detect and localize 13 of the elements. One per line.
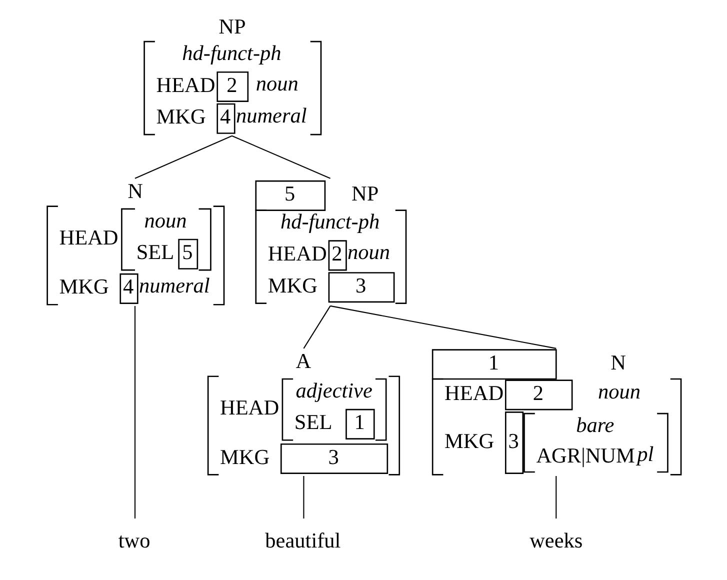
connector (134, 135, 232, 179)
connector (232, 135, 330, 179)
connector (330, 305, 556, 349)
connector (134, 306, 136, 518)
connector (303, 476, 304, 518)
node-label: NP (218, 14, 246, 38)
connector (556, 476, 557, 518)
node-label: A (296, 349, 312, 374)
connector (303, 306, 331, 349)
node-text: weeks (530, 528, 583, 552)
node-text: two (118, 528, 150, 552)
node-text: beautiful (265, 528, 341, 552)
node-label: N (128, 179, 144, 204)
